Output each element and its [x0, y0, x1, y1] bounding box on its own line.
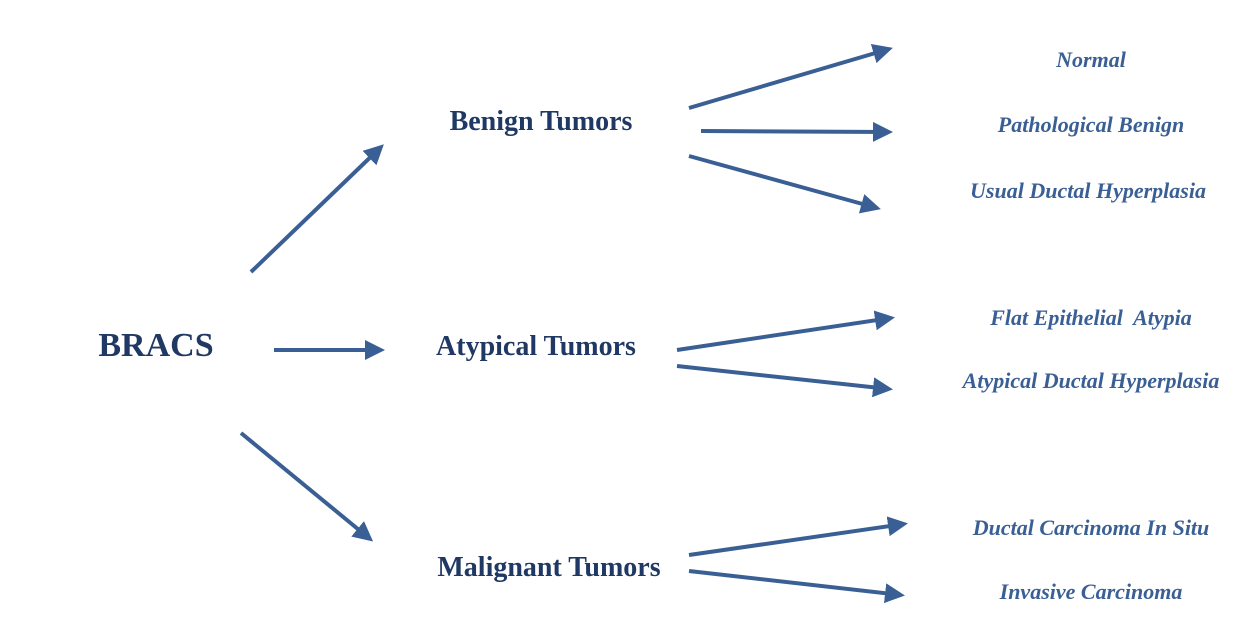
category-atypical-tumors: Atypical Tumors: [436, 331, 636, 362]
category-malignant-tumors: Malignant Tumors: [437, 552, 661, 583]
subtype-invasive-carcinoma: Invasive Carcinoma: [999, 579, 1183, 604]
arrow-benign-to-normal: [688, 43, 893, 110]
subtype-flat-epithelial-atypia: Flat Epithelial Atypia: [990, 305, 1192, 330]
subtype-ductal-carcinoma-in-situ: Ductal Carcinoma In Situ: [972, 515, 1210, 540]
subtype-atypical-ductal-hyperplasia: Atypical Ductal Hyperplasia: [962, 368, 1220, 393]
arrow-benign-to-usual-ductal-hyperplasia: [688, 154, 881, 214]
arrow-benign-to-pathological-benign: [700, 121, 893, 142]
category-benign-tumors: Benign Tumors: [449, 106, 633, 137]
arrow-root-to-benign: [249, 144, 384, 274]
root-node-bracs: BRACS: [98, 327, 214, 364]
arrow-atypical-to-flat-epithelial-atypia: [676, 310, 895, 352]
arrow-atypical-to-atypical-ductal-hyperplasia: [676, 364, 893, 398]
subtype-usual-ductal-hyperplasia: Usual Ductal Hyperplasia: [970, 178, 1206, 203]
arrow-malignant-to-ductal-carcinoma-in-situ: [688, 516, 908, 557]
subtype-pathological-benign: Pathological Benign: [997, 112, 1185, 137]
arrow-root-to-malignant: [239, 431, 374, 542]
subtype-normal: Normal: [1056, 47, 1126, 72]
arrow-malignant-to-invasive-carcinoma: [688, 569, 905, 604]
